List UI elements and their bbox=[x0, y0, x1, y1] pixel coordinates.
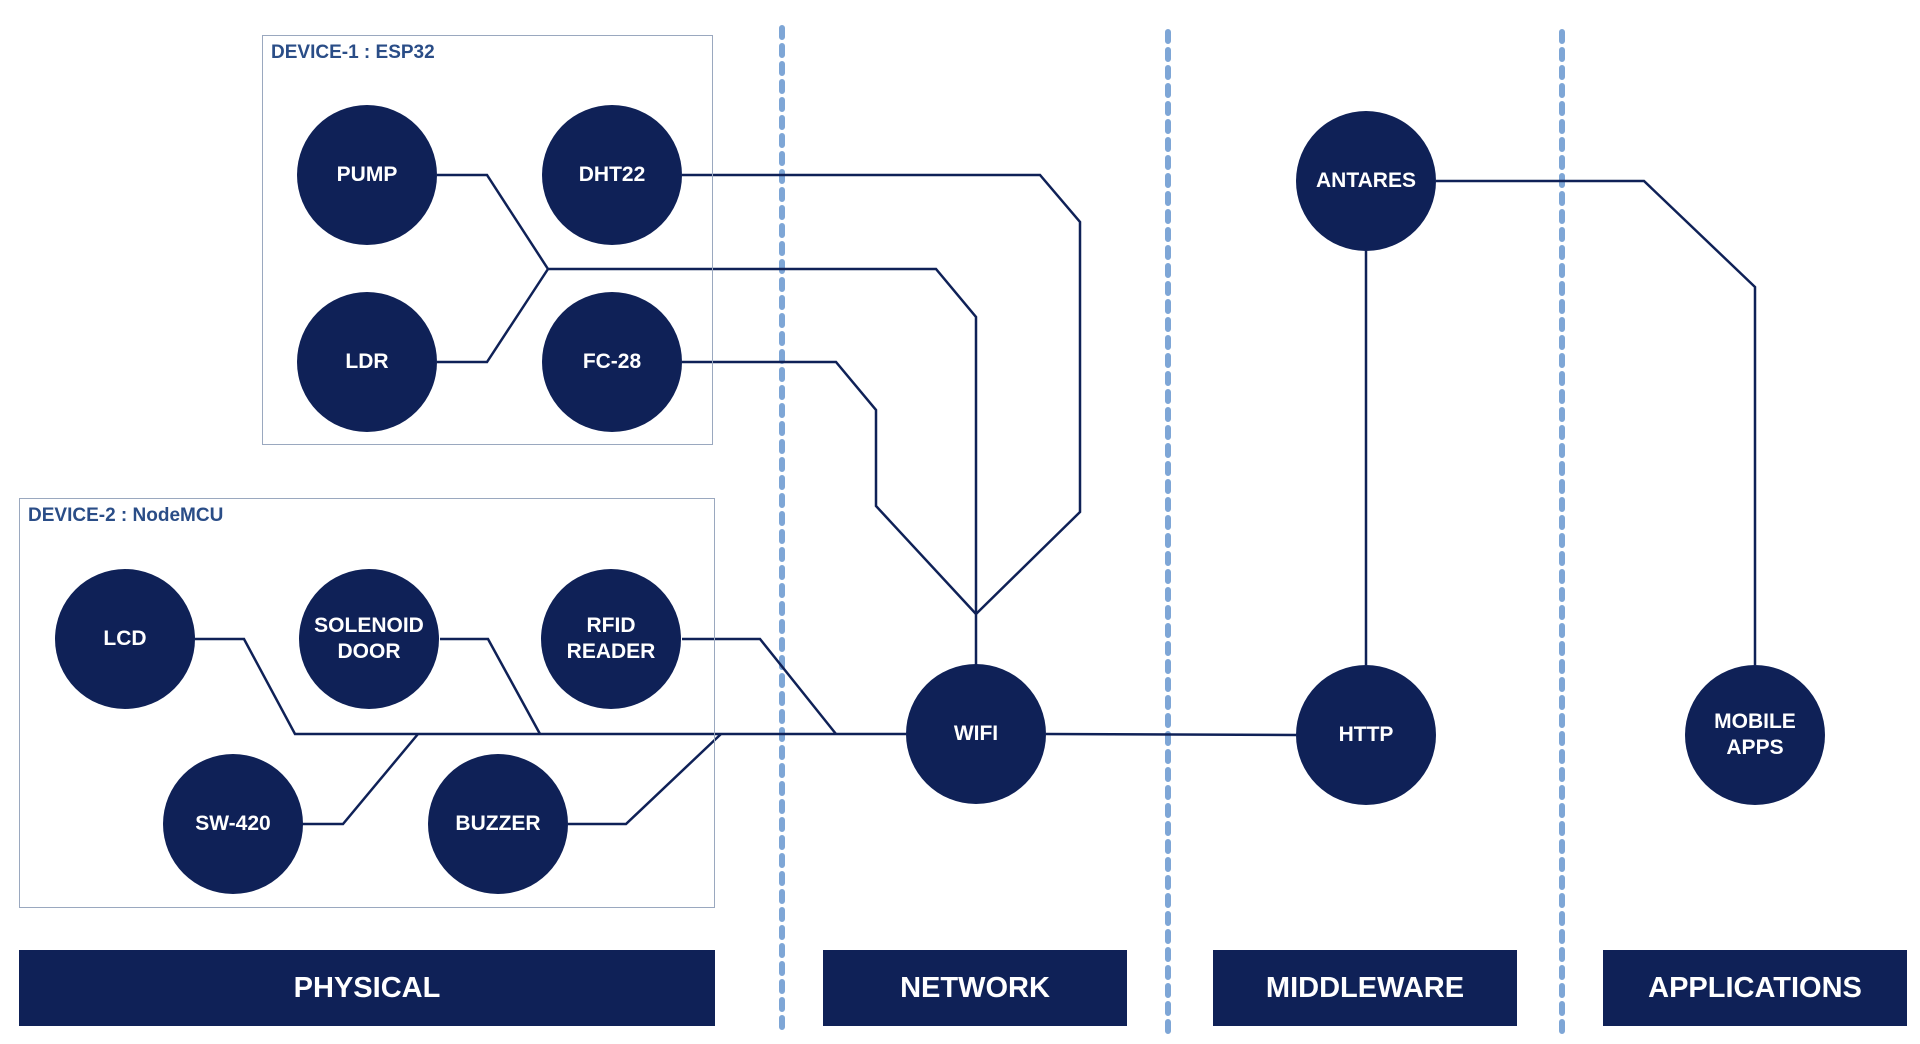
device-2-group: DEVICE-2 : NodeMCU bbox=[19, 498, 715, 908]
link-sw420-wifi bbox=[302, 733, 419, 826]
node-ldr: LDR bbox=[297, 292, 437, 432]
node-lcd-label: LCD bbox=[103, 627, 147, 650]
device-2-title: DEVICE-2 : NodeMCU bbox=[28, 505, 224, 526]
node-lcd: LCD bbox=[55, 569, 195, 709]
link-solenoid-wifi bbox=[440, 637, 542, 735]
node-antares-label: ANTARES bbox=[1316, 169, 1416, 192]
node-rfid-reader: RFID READER bbox=[541, 569, 681, 709]
layer-network-label: NETWORK bbox=[900, 971, 1050, 1004]
layer-applications: APPLICATIONS bbox=[1603, 950, 1907, 1026]
layer-network: NETWORK bbox=[823, 950, 1127, 1026]
node-sw420: SW-420 bbox=[163, 754, 303, 894]
node-dht22-label: DHT22 bbox=[578, 163, 646, 186]
node-buzzer: BUZZER bbox=[428, 754, 568, 894]
node-rfid-reader-label: RFID READER bbox=[566, 614, 656, 663]
node-antares: ANTARES bbox=[1296, 111, 1436, 251]
device-1-group: DEVICE-1 : ESP32 bbox=[262, 35, 713, 445]
link-wifi-http bbox=[1045, 732, 1297, 737]
layer-applications-label: APPLICATIONS bbox=[1648, 971, 1862, 1004]
node-fc28: FC-28 bbox=[542, 292, 682, 432]
node-fc28-label: FC-28 bbox=[582, 350, 642, 373]
node-ldr-label: LDR bbox=[345, 350, 389, 373]
node-buzzer-label: BUZZER bbox=[455, 812, 541, 835]
link-fc28-wifi bbox=[682, 360, 977, 615]
link-antares-mobile bbox=[1436, 179, 1757, 665]
link-lcd-wifi bbox=[195, 637, 906, 736]
layer-middleware: MIDDLEWARE bbox=[1213, 950, 1517, 1026]
node-pump-label: PUMP bbox=[336, 163, 398, 186]
layer-middleware-label: MIDDLEWARE bbox=[1265, 971, 1465, 1004]
link-rfid-wifi bbox=[682, 637, 837, 735]
device-1-title: DEVICE-1 : ESP32 bbox=[271, 42, 435, 63]
node-solenoid-door: SOLENOID DOOR bbox=[299, 569, 439, 709]
node-solenoid-door-label: SOLENOID DOOR bbox=[314, 614, 424, 663]
node-pump: PUMP bbox=[297, 105, 437, 245]
node-wifi: WIFI bbox=[906, 664, 1046, 804]
link-buzzer-wifi bbox=[568, 733, 722, 826]
node-wifi-label: WIFI bbox=[953, 722, 999, 745]
layer-physical: PHYSICAL bbox=[19, 950, 715, 1026]
link-pump-wifi bbox=[437, 173, 978, 666]
node-dht22: DHT22 bbox=[542, 105, 682, 245]
node-mobile-apps: MOBILE APPS bbox=[1685, 665, 1825, 805]
node-sw420-label: SW-420 bbox=[195, 812, 271, 835]
node-mobile-apps-label: MOBILE APPS bbox=[1714, 710, 1796, 759]
link-dht22-wifi bbox=[682, 173, 1082, 615]
layer-physical-label: PHYSICAL bbox=[293, 971, 441, 1004]
node-http: HTTP bbox=[1296, 665, 1436, 805]
node-http-label: HTTP bbox=[1338, 723, 1394, 746]
link-ldr-wifi bbox=[437, 268, 550, 364]
